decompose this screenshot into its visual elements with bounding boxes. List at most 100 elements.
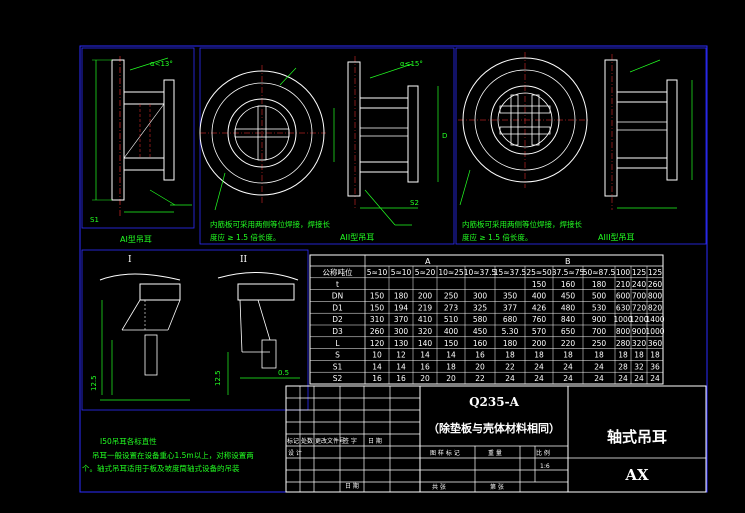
drawing-code: AX	[624, 466, 649, 484]
table-cell: 18	[594, 351, 604, 360]
table-cell: 15≈37.5	[494, 268, 527, 277]
hdr-design: 设 计	[288, 449, 302, 457]
table-cell: 1000	[645, 327, 664, 336]
table-cell: 16	[372, 374, 382, 383]
table-cell: 500	[592, 292, 607, 301]
table-cell: 426	[532, 303, 547, 312]
table-cell: 24	[594, 374, 604, 383]
general-notes: I50吊耳各标直性 吊耳一般设置在设备重心1.5m以上，对称设置两 个。轴式吊耳…	[82, 436, 254, 473]
table-cell: 18	[650, 351, 660, 360]
material: Q235-A	[469, 395, 519, 409]
table-cell: 360	[648, 339, 663, 348]
table-cell: 16	[475, 351, 485, 360]
table-cell: 5.30	[502, 327, 519, 336]
table-cell: 760	[532, 315, 547, 324]
table-cell: 450	[473, 327, 488, 336]
hdr-weight: 重 量	[488, 449, 502, 457]
table-cell: 130	[394, 339, 409, 348]
note-2: 吊耳一般设置在设备重心1.5m以上，对称设置两	[92, 450, 254, 460]
table-row-label: S1	[333, 362, 343, 371]
table-cell: 24	[650, 374, 660, 383]
table-cell: 100	[616, 268, 631, 277]
hdr-date: 日 期	[368, 437, 382, 445]
table-cell: 24	[563, 374, 573, 383]
table-cell: 5≈10	[367, 268, 388, 277]
table-cell: 10≈37.5	[464, 268, 497, 277]
section-i-label: I	[128, 255, 132, 265]
table-cell: 22	[475, 374, 485, 383]
table-cell: 900	[592, 315, 607, 324]
table-cell: 370	[394, 315, 409, 324]
table-cell: 5≈10	[391, 268, 412, 277]
hdr-sign: 签 字	[343, 437, 357, 445]
table-cell: 250	[444, 292, 459, 301]
section-ii-label: II	[240, 255, 248, 265]
table-cell: 12	[396, 351, 406, 360]
table-cell: 480	[561, 303, 576, 312]
hdr-sheet: 共 张	[432, 483, 446, 491]
table-cell: 220	[561, 339, 576, 348]
table-cell: 150	[370, 292, 385, 301]
table-cell: 210	[616, 280, 631, 289]
material-note: （除垫板与壳体材料相同）	[428, 421, 560, 435]
dim-s1-a: S1	[90, 216, 99, 224]
table-cell: 1200	[629, 315, 648, 324]
table-cell: 320	[418, 327, 433, 336]
table-cell: 700	[592, 327, 607, 336]
table-row-label: t	[336, 280, 339, 289]
table-cell: 194	[394, 303, 409, 312]
table-cell: 125	[648, 268, 663, 277]
table-cell: 320	[632, 339, 647, 348]
table-cell: 24	[534, 374, 544, 383]
table-cell: 350	[503, 292, 518, 301]
table-cell: 120	[370, 339, 385, 348]
table-cell: 25≈50	[526, 268, 552, 277]
table-cell: 18	[505, 351, 515, 360]
table-cell: 32	[634, 362, 644, 371]
table-cell: 5≈20	[415, 268, 436, 277]
table-cell: 900	[632, 327, 647, 336]
hdr-ratio: 1:6	[540, 463, 550, 470]
table-cell: 22	[505, 362, 515, 371]
dim-s2: S2	[410, 199, 419, 207]
table-cell: 570	[532, 327, 547, 336]
table-cell: 180	[394, 292, 409, 301]
angle-dim-b: α≤15°	[400, 60, 423, 68]
table-cell: 14	[372, 362, 382, 371]
table-cell: 36	[650, 362, 660, 371]
table-cell: 260	[370, 327, 385, 336]
table-cell: 450	[561, 292, 576, 301]
table-cell: 14	[396, 362, 406, 371]
table-cell: 24	[534, 362, 544, 371]
dim-125-b: 12.5	[214, 370, 222, 386]
note-line-2b: 度应 ≥ 1.5 倍长度。	[462, 232, 532, 242]
angle-dim-a: α<13°	[150, 60, 173, 68]
table-cell: 24	[634, 374, 644, 383]
view-a1-label: AI型吊耳	[120, 235, 152, 244]
detail-sections: I II 12.5 0.5 12.5	[81, 249, 309, 411]
table-cell: 400	[444, 327, 459, 336]
hdr-sheet2: 第 张	[490, 483, 504, 491]
table-cell: 240	[632, 280, 647, 289]
table-cell: 160	[473, 339, 488, 348]
table-cell: 28	[618, 362, 628, 371]
note-line-1: 内筋板可采用两侧等位焊接，焊接长	[210, 219, 330, 229]
table-cell: 720	[632, 303, 647, 312]
table-cell: 800	[616, 327, 631, 336]
view-a2: α≤15° D S2 内筋板可采用两侧等位焊接，焊接长 度应 ≥ 1.5 倍长度…	[199, 47, 455, 245]
note-line-1b: 内筋板可采用两侧等位焊接，焊接长	[462, 219, 582, 229]
table-cell: 37.5≈75	[552, 268, 585, 277]
table-cell: 180	[503, 339, 518, 348]
hdr-stage: 图 样 标 记	[430, 449, 460, 457]
table-row-label: D3	[332, 327, 343, 336]
dim-05: 0.5	[278, 369, 289, 377]
table-cell: 180	[592, 280, 607, 289]
table-cell: 18	[534, 351, 544, 360]
table-cell: 20	[420, 374, 430, 383]
table-cell: 200	[418, 292, 433, 301]
table-cell: 140	[418, 339, 433, 348]
dim-125-a: 12.5	[90, 375, 98, 391]
table-cell: 150	[532, 280, 547, 289]
